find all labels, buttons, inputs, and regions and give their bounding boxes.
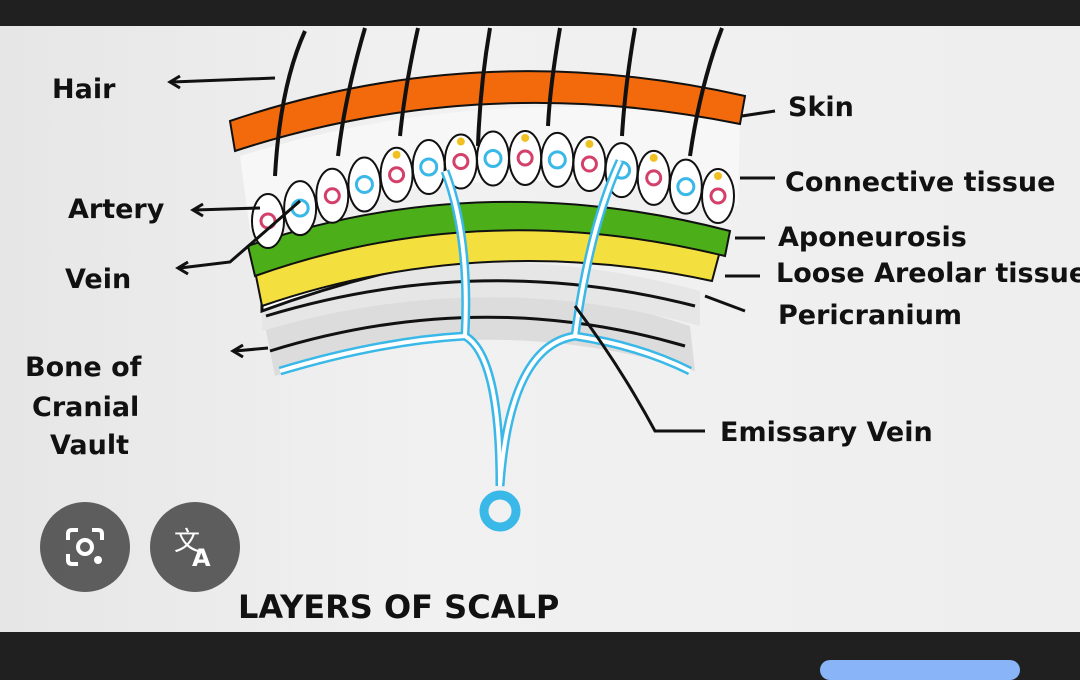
label-skin: Skin — [788, 92, 854, 123]
bottom-action-pill[interactable] — [820, 660, 1020, 680]
tissue-cell — [411, 139, 446, 196]
bone-layer — [265, 291, 695, 376]
pointer-arrows — [167, 74, 776, 433]
label-loose-areolar: Loose Areolar tissue — [776, 258, 1080, 289]
gland-dot — [456, 137, 465, 146]
diagram-title: LAYERS OF SCALP — [238, 588, 559, 626]
tissue-cell — [701, 168, 735, 224]
label-bone-2: Cranial — [32, 392, 139, 423]
label-vein: Vein — [65, 264, 131, 295]
tissue-cell — [540, 131, 575, 188]
gland-dot — [392, 150, 401, 159]
svg-text:A: A — [192, 544, 211, 572]
translate-button[interactable]: 文 A — [150, 502, 240, 592]
label-bone-1: Bone of — [25, 352, 142, 383]
label-artery: Artery — [68, 194, 165, 225]
top-bar — [0, 0, 1080, 26]
artery-cross-section — [323, 187, 341, 205]
artery-cross-section — [452, 153, 470, 171]
vein-cross-section — [676, 177, 696, 197]
aponeurosis-layer — [246, 200, 732, 278]
gland-dot — [649, 153, 658, 162]
google-lens-button[interactable] — [40, 502, 130, 592]
vein-cross-section — [483, 149, 503, 168]
label-connective-tissue: Connective tissue — [785, 167, 1055, 198]
gland-dot — [521, 133, 530, 142]
artery-cross-section — [580, 155, 598, 173]
vein-cross-section — [354, 174, 374, 194]
label-aponeurosis: Aponeurosis — [778, 222, 967, 253]
hair-strands — [273, 27, 724, 177]
vein-cross-section — [419, 157, 439, 177]
pericranium-layer — [262, 262, 700, 331]
label-hair: Hair — [52, 74, 116, 105]
gland-dot — [714, 172, 722, 180]
svg-text:文: 文 — [174, 527, 200, 557]
label-emissary-vein: Emissary Vein — [720, 417, 933, 448]
skin-layer — [228, 70, 747, 153]
gland-dot — [585, 140, 594, 149]
tissue-cell — [476, 130, 510, 187]
tissue-cell — [668, 158, 703, 215]
artery-cross-section — [516, 149, 534, 167]
scalp-layers-diagram: Hair Artery Vein Bone of Cranial Vault S… — [25, 27, 1080, 626]
tissue-cell — [347, 156, 382, 213]
artery-cross-section — [645, 169, 663, 187]
label-bone-3: Vault — [50, 430, 129, 461]
artery-cross-section — [388, 166, 406, 184]
vein-cross-section — [547, 150, 567, 170]
tissue-cell — [315, 167, 350, 224]
translate-icon: 文 A — [174, 527, 211, 572]
artery-cross-section — [709, 187, 727, 205]
tissue-cell — [283, 180, 318, 237]
lens-camera-icon — [66, 528, 104, 566]
label-pericranium: Pericranium — [778, 300, 962, 331]
